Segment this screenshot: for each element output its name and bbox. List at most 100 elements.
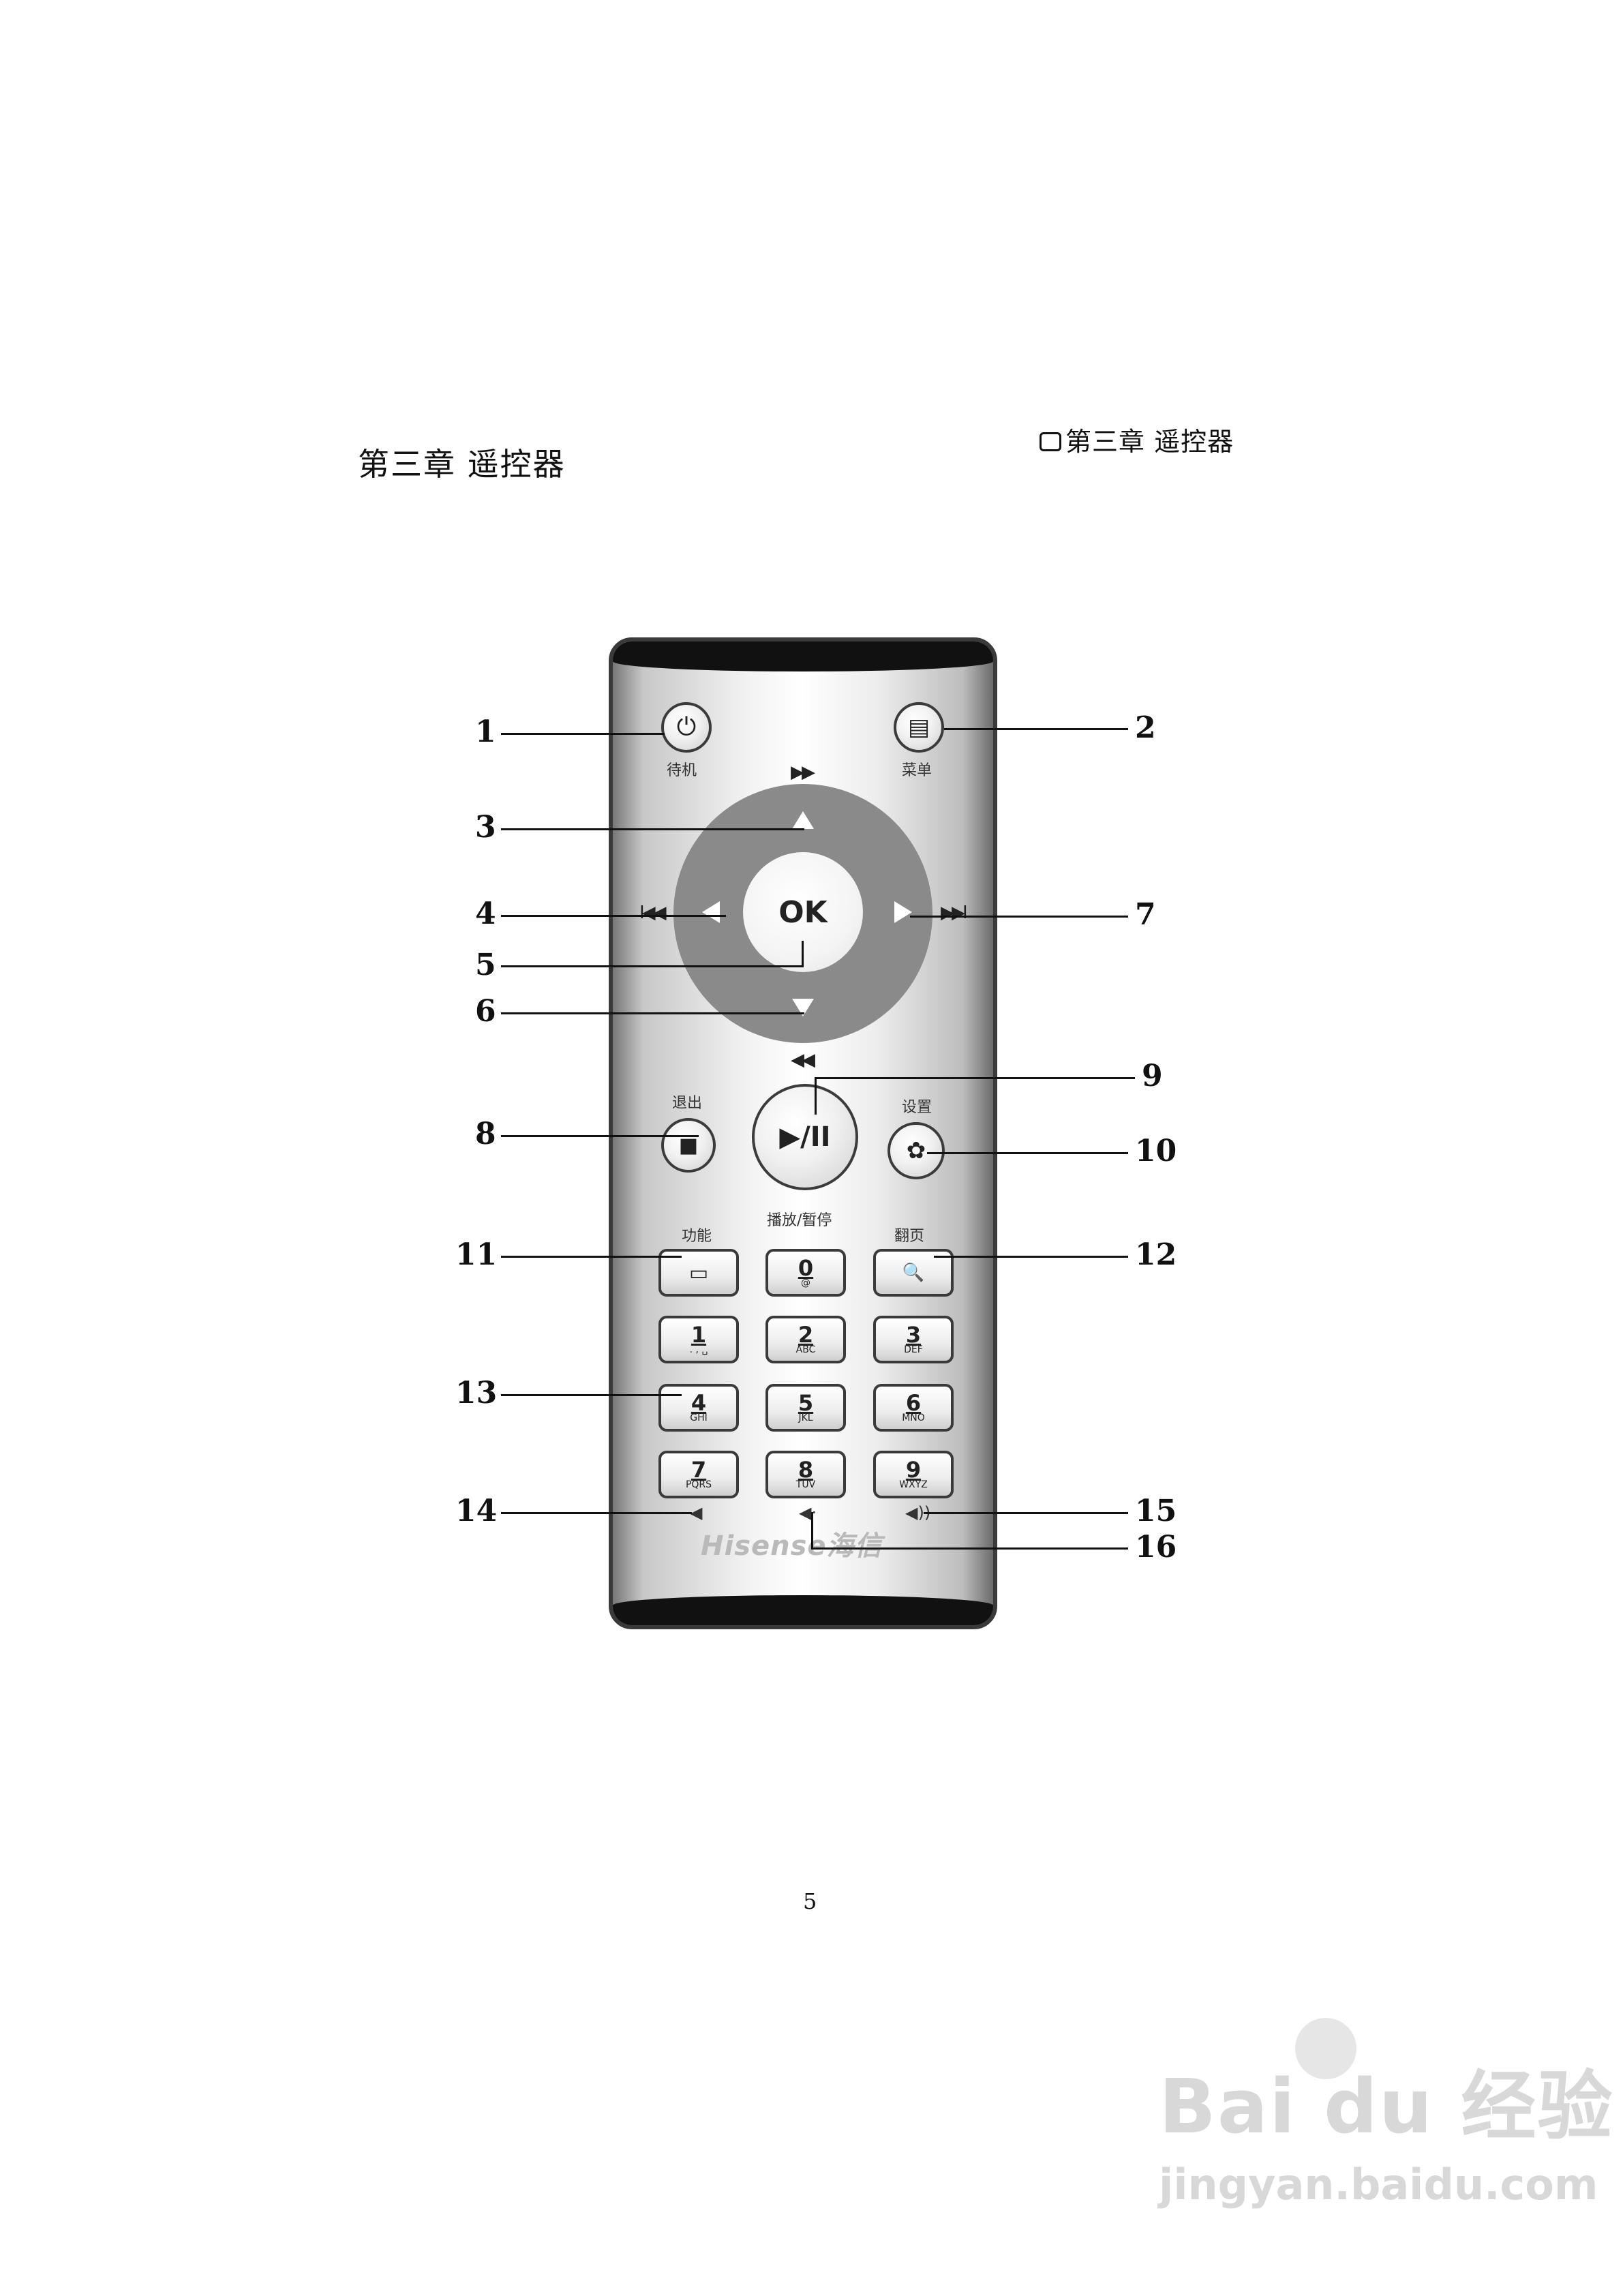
callout-line-5 [501, 965, 804, 967]
key-number: 5 [798, 1393, 813, 1413]
key-number: 3 [906, 1325, 921, 1345]
callout-line-15 [924, 1512, 1128, 1514]
callout-vline-5 [802, 941, 804, 967]
callout-16: 16 [1135, 1530, 1177, 1565]
callout-15: 15 [1135, 1494, 1177, 1528]
callout-6: 6 [475, 994, 496, 1029]
play-pause-button[interactable]: ▶/II [752, 1084, 858, 1190]
menu-label: 菜单 [902, 758, 932, 780]
callout-line-1 [501, 733, 665, 735]
key-7[interactable]: 7 PQRS [658, 1451, 739, 1498]
callout-8: 8 [475, 1117, 496, 1151]
key-number: 4 [691, 1393, 706, 1413]
left-arrow-button[interactable] [702, 901, 720, 923]
fast-forward-icon: ▶▶ [791, 762, 813, 783]
rewind-icon: ◀◀ [791, 1050, 813, 1070]
callout-vline-9 [815, 1077, 817, 1115]
callout-line-16 [811, 1547, 1128, 1550]
standby-button[interactable]: ⏻ [661, 702, 712, 753]
key-letters: ABC [796, 1345, 816, 1355]
callout-line-3 [501, 828, 804, 830]
page-label: 翻页 [894, 1224, 924, 1245]
key-number: 9 [906, 1460, 921, 1480]
exit-button[interactable]: ■ [661, 1118, 716, 1173]
key-letters: . , ␣ [690, 1345, 708, 1355]
key-9[interactable]: 9 WXYZ [873, 1451, 954, 1498]
callout-11: 11 [455, 1237, 497, 1272]
chapter-header: 第三章 遥控器 [1040, 421, 1234, 458]
callout-1: 1 [475, 714, 496, 749]
chapter-title: 第三章 遥控器 [358, 440, 566, 485]
callout-10: 10 [1135, 1134, 1177, 1168]
key-letters: MNO [902, 1413, 925, 1423]
up-arrow-button[interactable] [792, 811, 814, 829]
callout-line-2 [944, 728, 1128, 730]
callout-5: 5 [475, 948, 496, 982]
play-pause-icon: ▶/II [779, 1121, 830, 1153]
callout-line-11 [501, 1256, 682, 1258]
next-icon: ▶▶I [941, 903, 965, 923]
menu-icon: ▤ [908, 714, 930, 741]
callout-4: 4 [475, 896, 496, 931]
remote-bottom-cap [613, 1595, 993, 1625]
key-1[interactable]: 1 . , ␣ [658, 1316, 739, 1363]
callout-3: 3 [475, 810, 496, 845]
key-3[interactable]: 3 DEF [873, 1316, 954, 1363]
watermark-logo: Bai du 经验 [1159, 2045, 1613, 2154]
search-icon: 🔍 [902, 1263, 924, 1283]
key-letters: PQRS [686, 1480, 712, 1490]
callout-14: 14 [455, 1494, 497, 1528]
page-number: 5 [803, 1888, 817, 1914]
callout-line-14 [501, 1512, 692, 1514]
key-letters: TUV [796, 1480, 815, 1490]
callout-line-4 [501, 915, 726, 917]
key-number: 0 [798, 1258, 813, 1278]
callout-vline-16 [811, 1512, 813, 1550]
callout-line-12 [934, 1256, 1128, 1258]
key-letters: DEF [904, 1345, 923, 1355]
key-letters: @ [801, 1278, 810, 1288]
chapter-header-text: 第三章 遥控器 [1065, 427, 1234, 457]
key-number: 6 [906, 1393, 921, 1413]
key-number: 7 [691, 1460, 706, 1480]
settings-button[interactable]: ✿ [888, 1122, 945, 1179]
key-number: 2 [798, 1325, 813, 1345]
callout-2: 2 [1135, 710, 1156, 745]
callout-line-9 [815, 1077, 1135, 1079]
key-6[interactable]: 6 MNO [873, 1384, 954, 1432]
function-label: 功能 [682, 1224, 712, 1245]
key-number: 1 [691, 1325, 706, 1345]
key-0[interactable]: 0 @ [765, 1249, 846, 1297]
callout-line-7 [910, 916, 1128, 918]
callout-7: 7 [1135, 897, 1156, 932]
remote-top-cap [613, 641, 993, 671]
key-8[interactable]: 8 TUV [765, 1451, 846, 1498]
callout-line-6 [501, 1012, 804, 1014]
previous-icon: I◀◀ [639, 903, 664, 923]
callout-13: 13 [455, 1376, 497, 1410]
function-icon: ▭ [689, 1261, 708, 1285]
baidu-watermark: Bai du 经验 jingyan.baidu.com [1159, 2045, 1613, 2209]
exit-label: 退出 [672, 1091, 702, 1113]
callout-9: 9 [1142, 1059, 1163, 1093]
brand-logo: Hisense海信 [701, 1524, 883, 1563]
key-letters: WXYZ [899, 1480, 928, 1490]
menu-button[interactable]: ▤ [894, 702, 944, 753]
volume-down-icon[interactable]: ◀· [799, 1503, 817, 1522]
play-pause-label: 播放/暂停 [767, 1208, 832, 1230]
key-2[interactable]: 2 ABC [765, 1316, 846, 1363]
key-letters: JKL [798, 1413, 813, 1423]
power-icon: ⏻ [677, 713, 696, 742]
key-letters: GHI [690, 1413, 708, 1423]
standby-label: 待机 [667, 758, 697, 780]
right-arrow-button[interactable] [894, 901, 912, 923]
key-4[interactable]: 4 GHI [658, 1384, 739, 1432]
gear-icon: ✿ [907, 1137, 926, 1164]
callout-line-10 [927, 1152, 1128, 1154]
settings-label: 设置 [902, 1095, 932, 1117]
callout-line-8 [501, 1135, 699, 1137]
hexagon-icon [1040, 432, 1061, 451]
callout-12: 12 [1135, 1237, 1177, 1272]
key-number: 8 [798, 1460, 813, 1480]
key-5[interactable]: 5 JKL [765, 1384, 846, 1432]
